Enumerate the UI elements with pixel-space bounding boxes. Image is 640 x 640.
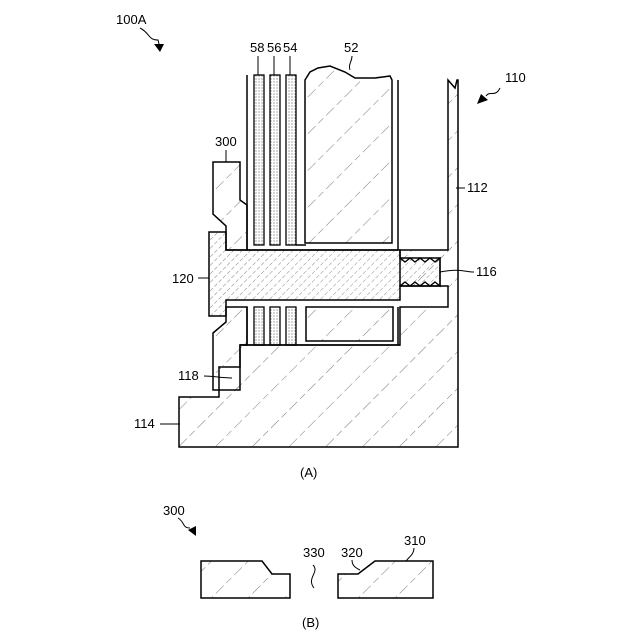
label-320: 320 [341, 545, 363, 560]
layer-58-upper [254, 75, 264, 245]
substrate-52-upper [305, 66, 392, 243]
label-54: 54 [283, 40, 297, 55]
layer-56-upper [270, 75, 280, 245]
label-330: 330 [303, 545, 325, 560]
label-110: 110 [505, 70, 526, 85]
label-114: 114 [134, 416, 155, 431]
label-100A: 100A [116, 12, 147, 27]
caption-b: (B) [302, 615, 319, 630]
label-116: 116 [476, 264, 497, 279]
substrate-52-lower [306, 307, 393, 341]
label-300-b: 300 [163, 503, 185, 518]
label-300-a: 300 [215, 134, 237, 149]
arrow-100A [154, 44, 164, 52]
leader-300b [178, 518, 190, 528]
clip-300-left-half [201, 561, 290, 598]
label-310: 310 [404, 533, 426, 548]
layer-54-lower [286, 307, 296, 345]
caption-a: (A) [300, 465, 317, 480]
label-112: 112 [467, 180, 488, 195]
label-58: 58 [250, 40, 264, 55]
leader-52 [349, 56, 352, 70]
leader-310 [406, 548, 414, 561]
leader-330 [311, 565, 315, 588]
label-118: 118 [178, 368, 199, 383]
label-120: 120 [172, 271, 194, 286]
layer-54-upper [286, 75, 296, 245]
label-52: 52 [344, 40, 358, 55]
leader-320 [352, 560, 360, 570]
clip-300-right-half [338, 561, 433, 598]
layer-56-lower [270, 307, 280, 345]
label-56: 56 [267, 40, 281, 55]
layer-58-lower [254, 307, 264, 345]
leader-110 [486, 88, 500, 96]
